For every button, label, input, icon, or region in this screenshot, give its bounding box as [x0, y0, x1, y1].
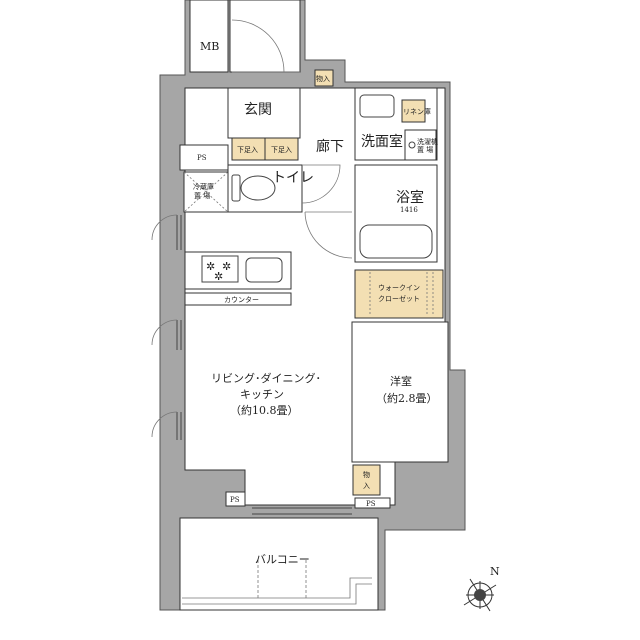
ps-top	[179, 144, 229, 171]
washer-label-2: 置 場	[417, 145, 433, 154]
bath-size-label: 1416	[400, 206, 418, 214]
shoe-box-2-label: 下足入	[271, 146, 292, 154]
toilet-label: トイレ	[272, 170, 314, 186]
hall-door[interactable]	[304, 211, 353, 259]
washer-space	[404, 129, 437, 161]
storage-top-label: 物入	[316, 74, 330, 83]
counter	[184, 292, 292, 306]
western-label-2: （約2.8畳）	[376, 391, 438, 405]
hallway-label: 廊下	[316, 138, 344, 155]
toilet-icon	[231, 174, 241, 202]
western-label-1: 洋室	[390, 374, 412, 388]
storage-top[interactable]	[314, 69, 334, 87]
wic-label-1: ウォークイン	[378, 284, 420, 292]
kitchen-sink-icon	[245, 257, 283, 283]
balcony	[179, 517, 379, 611]
wic-label-2: クローゼット	[378, 294, 420, 303]
balcony-label: バルコニー	[255, 553, 310, 566]
fridge-label-2: 置 場	[194, 191, 210, 200]
ps-top-label: PS	[197, 154, 207, 162]
linen-closet[interactable]	[401, 99, 426, 123]
compass-north: N	[490, 565, 500, 578]
ps-right	[354, 497, 391, 509]
svg-text:✲: ✲	[222, 260, 231, 273]
bathroom	[354, 164, 438, 263]
walk-in-closet[interactable]	[354, 269, 444, 319]
washroom-label: 洗面室	[361, 133, 403, 150]
storage-bottom[interactable]	[352, 464, 381, 496]
ldk-label-1: リビング･ダイニング･	[211, 371, 321, 385]
shoe-box-2[interactable]	[264, 137, 299, 161]
mb-label: MB	[200, 40, 219, 53]
ps-left-label: PS	[230, 496, 240, 504]
ps-right-label: PS	[366, 500, 376, 508]
ldk-label-3: （約10.8畳）	[230, 403, 299, 417]
entrance-label: 玄関	[244, 101, 272, 118]
sink-icon	[359, 94, 395, 118]
western-room	[351, 321, 449, 463]
drain-icon	[408, 141, 416, 149]
storage-bottom-label-1: 物	[363, 470, 370, 479]
shoe-box-1-label: 下足入	[237, 146, 258, 154]
svg-text:✲: ✲	[214, 270, 223, 283]
washer-label-1: 洗濯機	[417, 137, 438, 146]
bathtub-icon	[359, 224, 433, 259]
entry-door[interactable]	[231, 19, 300, 73]
linen-label: リネン庫	[403, 107, 431, 116]
toilet-door[interactable]	[301, 164, 341, 204]
mb-room	[189, 0, 229, 73]
entry-porch	[229, 0, 301, 73]
bath-label: 浴室	[396, 189, 424, 206]
stove-icon	[201, 255, 239, 283]
compass-icon: N	[463, 565, 500, 612]
fridge-label-1: 冷蔵庫	[193, 182, 214, 191]
ps-left	[225, 491, 246, 507]
ldk-label-2: キッチン	[240, 388, 284, 401]
svg-text:✲: ✲	[206, 260, 215, 273]
storage-bottom-label-2: 入	[363, 482, 370, 490]
counter-label: カウンター	[224, 295, 259, 304]
entrance	[227, 87, 301, 139]
